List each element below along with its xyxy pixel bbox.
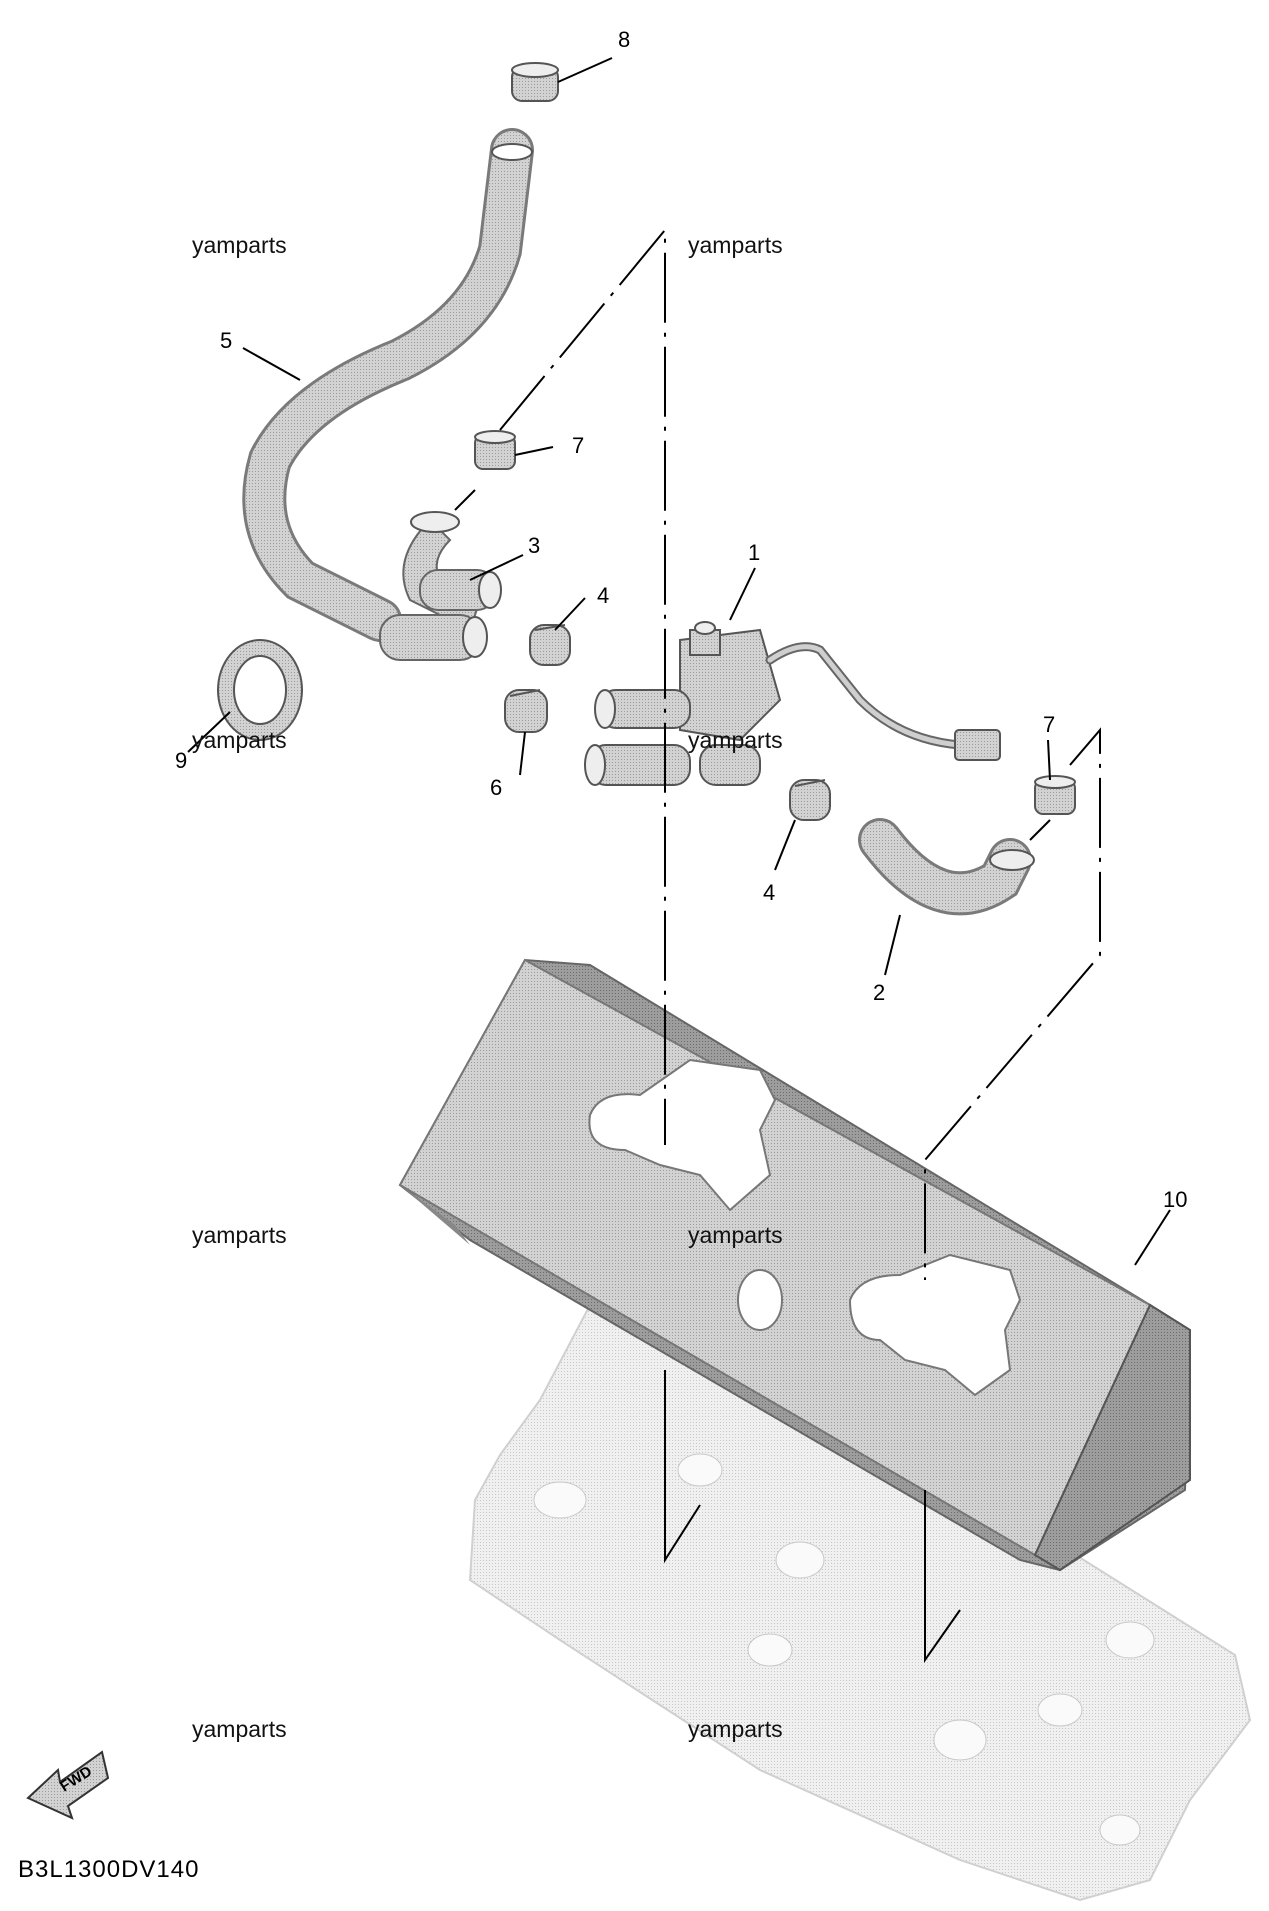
watermark: yamparts (688, 1716, 783, 1742)
watermarks: yamparts yamparts yamparts yamparts yamp… (192, 232, 783, 1742)
callout-4-upper: 4 (597, 583, 609, 608)
joint-3 (379, 511, 502, 661)
fwd-arrow-icon: FWD (26, 1750, 110, 1820)
heat-cover-plate (398, 958, 1192, 1572)
clamp-6 (504, 689, 548, 733)
callout-8: 8 (618, 27, 630, 52)
watermark: yamparts (192, 727, 287, 753)
callouts: 8 5 7 3 1 4 9 6 7 4 2 10 (175, 27, 1187, 1212)
assembly-lines (454, 227, 1101, 1664)
callout-7-lower: 7 (1043, 712, 1055, 737)
clamp-7-upper (474, 430, 516, 470)
hose-2 (858, 818, 1035, 916)
leader-lines (187, 57, 1171, 1266)
callout-3: 3 (528, 533, 540, 558)
watermark: yamparts (192, 1716, 287, 1742)
hose-5 (242, 128, 534, 642)
clamp-4-lower (789, 779, 831, 821)
diagram-code: B3L1300DV140 (18, 1856, 199, 1883)
ring-9 (217, 639, 303, 741)
callout-2: 2 (873, 980, 885, 1005)
air-induction-valve-1 (584, 621, 1001, 786)
callout-5: 5 (220, 328, 232, 353)
watermark: yamparts (192, 1222, 287, 1248)
callout-6: 6 (490, 775, 502, 800)
clamp-8 (511, 62, 559, 102)
clamp-4-upper (529, 624, 571, 666)
watermark: yamparts (688, 727, 783, 753)
callout-7-upper: 7 (572, 433, 584, 458)
callout-4-lower: 4 (763, 880, 775, 905)
watermark: yamparts (192, 232, 287, 258)
callout-9: 9 (175, 748, 187, 773)
callout-10: 10 (1163, 1187, 1187, 1212)
watermark: yamparts (688, 1222, 783, 1248)
clamp-7-lower (1034, 775, 1076, 815)
callout-1: 1 (748, 540, 760, 565)
watermark: yamparts (688, 232, 783, 258)
